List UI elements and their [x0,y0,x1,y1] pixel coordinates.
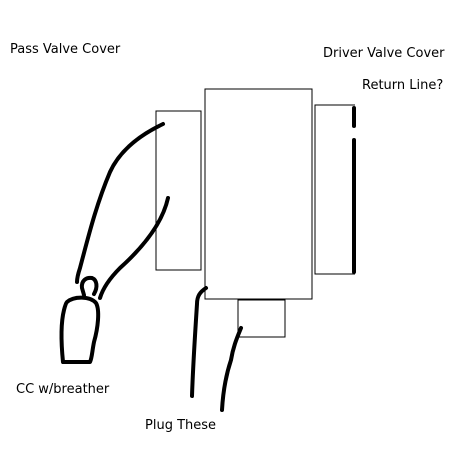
engine-block [204,88,313,300]
cc-breather-label: CC w/breather [16,382,110,397]
return-line-label: Return Line? [362,78,443,93]
driver-valve-cover-box [314,104,355,275]
plug-these-label: Plug These [145,418,216,433]
plug-line-right [220,326,243,412]
pass-valve-cover-label: Pass Valve Cover [10,42,121,57]
lower-port-box [237,299,286,338]
driver-valve-cover-label: Driver Valve Cover [323,46,445,61]
cc-inlet-hose [75,122,165,284]
plug-line-left [190,286,208,398]
catch-can-body [59,295,101,364]
cc-cap [79,275,99,297]
pass-valve-cover-box [155,110,202,271]
cc-outlet-hose [98,196,170,300]
